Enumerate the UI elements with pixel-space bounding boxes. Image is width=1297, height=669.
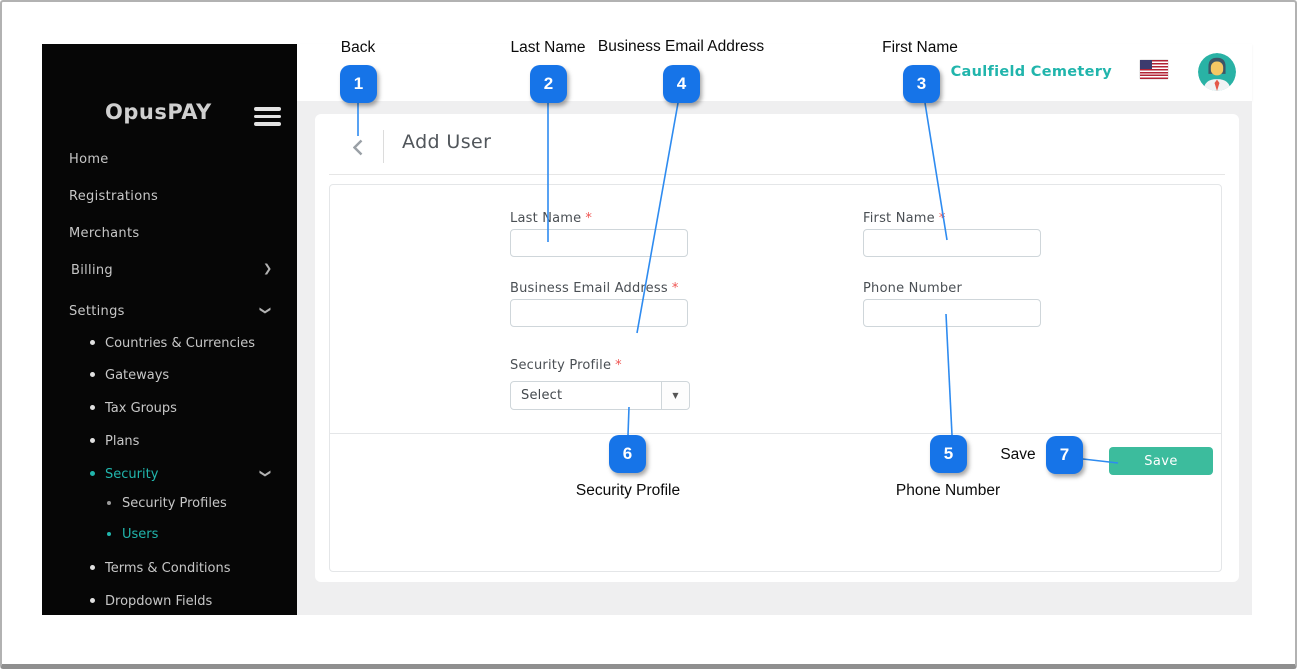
sidebar: OpusPAY Home Registrations Merchants Bil… [42,44,297,615]
bullet-icon [90,438,95,443]
annotation-label-security-profile: Security Profile [575,482,681,499]
annotation-badge-3: 3 [903,65,940,103]
back-chevron-icon [353,139,363,155]
required-asterisk: * [671,281,679,296]
required-asterisk: * [938,211,946,226]
sidebar-item-dropdown-fields[interactable]: Dropdown Fields [90,594,212,609]
topbar: Caulfield Cemetery [297,44,1252,101]
annotation-label-last-name: Last Name [510,39,586,56]
annotation-label-back: Back [340,39,376,56]
annotation-badge-6: 6 [609,435,646,473]
phone-number-input[interactable] [863,299,1041,327]
chevron-down-icon[interactable]: ❯ [259,305,273,316]
annotation-label-phone-number: Phone Number [895,482,1001,499]
sidebar-item-gateways[interactable]: Gateways [90,368,169,383]
sidebar-item-users[interactable]: Users [107,527,158,542]
bullet-icon [90,372,95,377]
sidebar-item-registrations[interactable]: Registrations [69,189,159,204]
sidebar-item-settings[interactable]: Settings [69,304,125,319]
sidebar-item-security-profiles[interactable]: Security Profiles [107,496,227,511]
header-divider [383,130,384,163]
first-name-input[interactable] [863,229,1041,257]
last-name-input[interactable] [510,229,688,257]
annotation-label-first-name: First Name [882,39,958,56]
add-user-form-card: Last Name* First Name* Business Email Ad… [329,184,1222,572]
avatar-person-icon [1198,53,1236,91]
back-button[interactable] [345,134,371,160]
hamburger-menu-icon[interactable] [254,107,281,130]
annotation-label-save: Save [1000,446,1036,463]
chevron-right-icon[interactable]: ❯ [263,262,273,275]
brand-logo: OpusPAY [105,100,212,124]
us-flag-icon[interactable] [1140,60,1168,79]
required-asterisk: * [615,358,622,373]
first-name-label: First Name* [863,211,946,226]
business-email-input[interactable] [510,299,688,327]
security-profile-label: Security Profile* [510,358,622,373]
bullet-icon [90,565,95,570]
sidebar-item-home[interactable]: Home [69,152,109,167]
bullet-icon [90,598,95,603]
save-button[interactable]: Save [1109,447,1213,475]
add-user-panel: Add User Last Name* First Name* Business… [315,114,1239,582]
bullet-icon [107,501,111,505]
sidebar-item-tax-groups[interactable]: Tax Groups [90,401,177,416]
annotation-badge-2: 2 [530,65,567,103]
bullet-icon [90,405,95,410]
last-name-label: Last Name* [510,211,593,226]
sidebar-item-billing[interactable]: Billing [71,263,113,278]
bullet-icon [107,532,111,536]
sidebar-item-merchants[interactable]: Merchants [69,226,140,241]
form-footer-divider [330,433,1221,434]
select-value: Select [521,388,563,403]
sidebar-item-terms-conditions[interactable]: Terms & Conditions [90,561,231,576]
bullet-icon [90,340,95,345]
avatar[interactable] [1198,53,1236,91]
required-asterisk: * [585,211,593,226]
annotation-badge-7: 7 [1046,436,1083,474]
sidebar-item-security[interactable]: Security [90,467,158,482]
page-title: Add User [402,131,492,153]
chevron-down-icon[interactable]: ❯ [259,468,273,479]
sidebar-item-plans[interactable]: Plans [90,434,139,449]
annotation-label-business-email: Business Email Address [597,38,765,55]
annotation-badge-4: 4 [663,65,700,103]
main-content: Add User Last Name* First Name* Business… [297,101,1252,615]
sidebar-item-countries-currencies[interactable]: Countries & Currencies [90,336,255,351]
phone-number-label: Phone Number [863,281,963,296]
merchant-name: Caulfield Cemetery [950,64,1112,80]
annotation-badge-1: 1 [340,65,377,103]
header-rule [329,174,1225,175]
bullet-icon [90,471,95,476]
security-profile-select[interactable]: Select ▼ [510,381,690,410]
annotation-badge-5: 5 [930,435,967,473]
business-email-label: Business Email Address* [510,281,679,296]
dropdown-caret-icon[interactable]: ▼ [661,382,689,409]
